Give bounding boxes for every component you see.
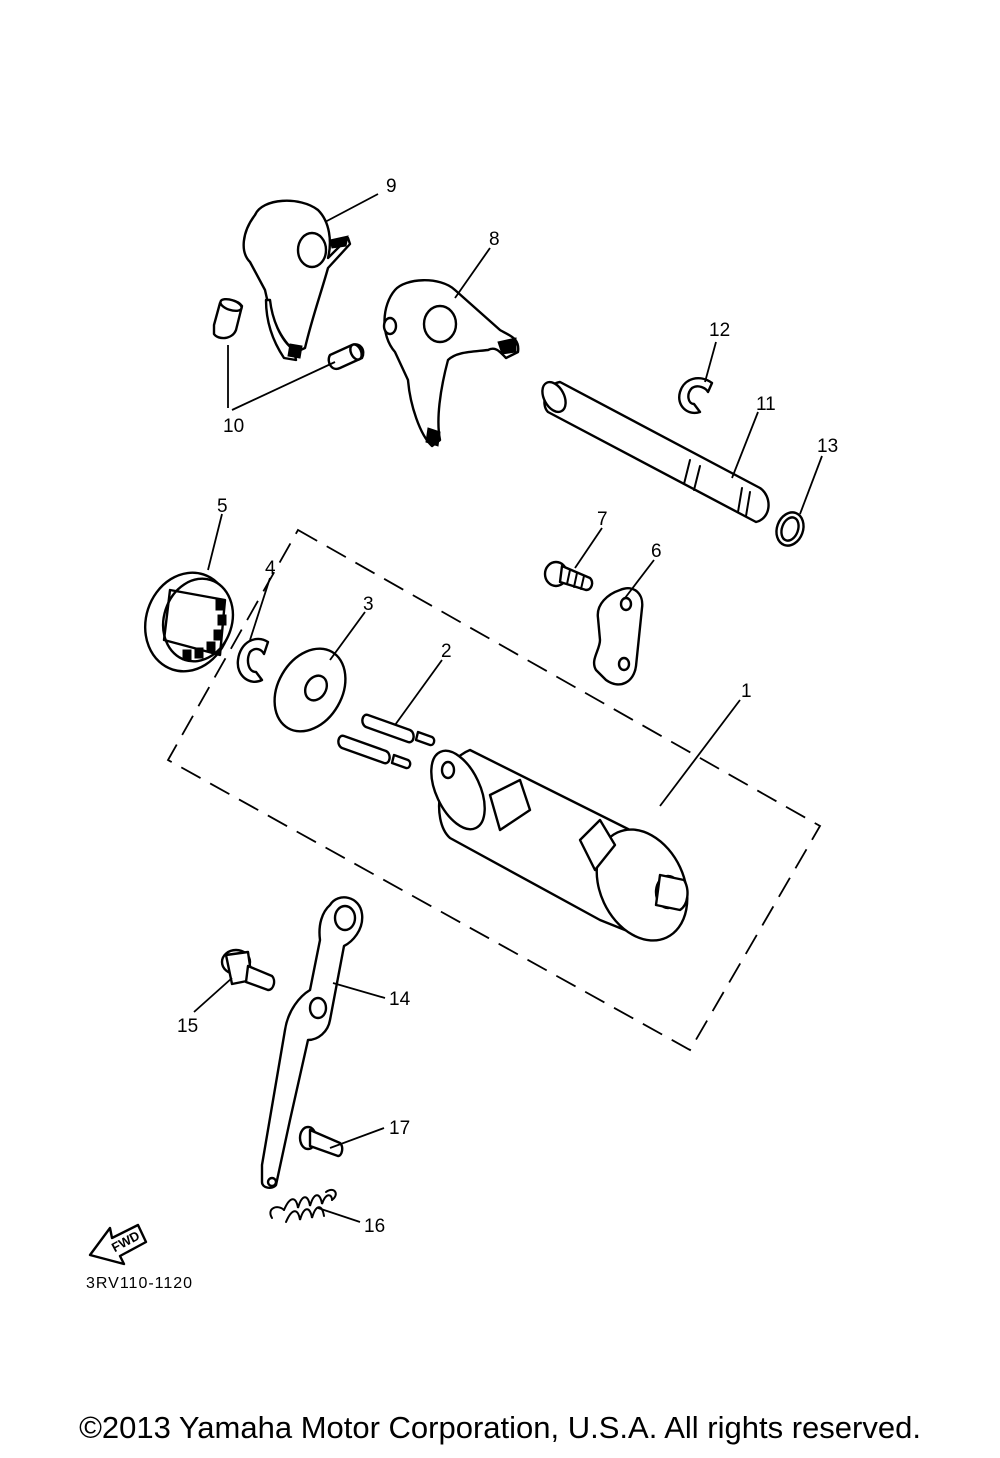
spring-16	[269, 1188, 337, 1223]
dowel-pins-10	[212, 297, 365, 371]
guide-bar-11	[541, 380, 770, 524]
callout-7: 7	[597, 509, 608, 530]
shift-fork-8	[382, 279, 520, 448]
bolt-15	[220, 948, 276, 992]
callout-5: 5	[217, 496, 228, 517]
callout-13: 13	[817, 436, 838, 457]
diagram-code: 3RV110-1120	[86, 1275, 193, 1292]
o-ring-13	[775, 511, 805, 547]
collar-bolt-17	[298, 1125, 344, 1158]
washer-3	[273, 647, 347, 733]
bolt-7	[543, 560, 594, 592]
shift-drum-assembly-outline	[166, 528, 822, 1052]
callout-numbers: 1 2 3 4 5 6 7 8 9 10 11 12 13 14 15 16 1…	[177, 176, 838, 1237]
stopper-plate-6	[592, 587, 644, 686]
callout-11: 11	[756, 394, 776, 415]
callout-8: 8	[489, 229, 500, 250]
fwd-arrow-icon: FWD	[88, 1223, 148, 1266]
circlip-12	[678, 377, 714, 415]
callout-9: 9	[386, 176, 397, 197]
shift-fork-9	[242, 199, 352, 362]
shift-drum	[430, 748, 689, 942]
pins-2	[337, 713, 436, 770]
callout-2: 2	[441, 641, 452, 662]
callout-16: 16	[364, 1216, 385, 1237]
callout-12: 12	[709, 320, 730, 341]
callout-1: 1	[741, 681, 752, 702]
callout-17: 17	[389, 1118, 410, 1139]
callout-6: 6	[651, 541, 662, 562]
callout-4: 4	[265, 558, 276, 579]
stopper-lever-14	[260, 896, 364, 1190]
circlip-4	[236, 637, 270, 683]
callout-15: 15	[177, 1016, 198, 1037]
leader-lines	[193, 193, 823, 1223]
callout-10: 10	[223, 416, 244, 437]
callout-14: 14	[389, 989, 411, 1010]
copyright-notice: ©2013 Yamaha Motor Corporation, U.S.A. A…	[79, 1410, 921, 1445]
callout-3: 3	[363, 594, 374, 615]
bearing-5	[143, 571, 235, 673]
